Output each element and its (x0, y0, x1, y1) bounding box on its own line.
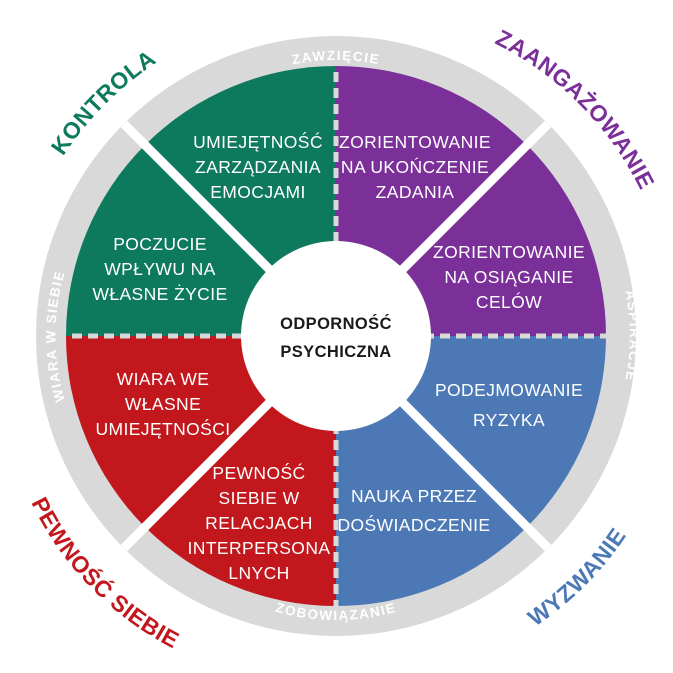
center-circle (241, 241, 431, 431)
center-title-line1: ODPORNOŚĆ (280, 314, 392, 333)
segment-text-pewnosc-rel: PEWNOŚĆ SIEBIE W RELACJACH INTERPERSONA … (188, 462, 331, 583)
svg-text:WPŁYWU NA: WPŁYWU NA (104, 259, 216, 279)
svg-text:ZORIENTOWANIE: ZORIENTOWANIE (339, 132, 491, 152)
center-title-line2: PSYCHICZNA (280, 343, 391, 361)
svg-text:NA OSIĄGANIE: NA OSIĄGANIE (444, 267, 573, 287)
ring-label-left: WIARA W SIEBIE (43, 268, 67, 403)
segment-text-osiaganie: ZORIENTOWANIE NA OSIĄGANIE CELÓW (433, 242, 585, 312)
ring-label-top: ZAWZIĘCIE (291, 48, 382, 67)
svg-text:NA UKOŃCZENIE: NA UKOŃCZENIE (341, 157, 489, 177)
svg-text:WŁASNE ŻYCIE: WŁASNE ŻYCIE (92, 284, 227, 304)
segment-text-nauka: NAUKA PRZEZ DOŚWIADCZENIE (338, 486, 491, 535)
svg-text:LNYCH: LNYCH (228, 563, 289, 583)
segment-text-wiara: WIARA WE WŁASNE UMIEJĘTNOŚCI (95, 369, 230, 439)
svg-text:INTERPERSONA: INTERPERSONA (188, 538, 331, 558)
svg-text:POCZUCIE: POCZUCIE (113, 234, 207, 254)
svg-text:WIARA WE: WIARA WE (117, 369, 210, 389)
segment-text-poczucie: POCZUCIE WPŁYWU NA WŁASNE ŻYCIE (92, 234, 227, 304)
svg-text:SIEBIE W: SIEBIE W (219, 488, 300, 508)
svg-text:PEWNOŚĆ: PEWNOŚĆ (212, 462, 305, 483)
segment-text-ukonczenie: ZORIENTOWANIE NA UKOŃCZENIE ZADANIA (339, 132, 491, 202)
svg-text:DOŚWIADCZENIE: DOŚWIADCZENIE (338, 514, 491, 535)
svg-text:PODEJMOWANIE: PODEJMOWANIE (435, 380, 583, 400)
svg-text:CELÓW: CELÓW (476, 291, 542, 312)
svg-text:WŁASNE: WŁASNE (125, 394, 201, 414)
svg-text:UMIEJĘTNOŚĆ: UMIEJĘTNOŚĆ (193, 131, 323, 152)
segment-text-ryzyko: PODEJMOWANIE RYZYKA (435, 380, 583, 430)
svg-text:EMOCJAMI: EMOCJAMI (210, 182, 306, 202)
svg-text:RELACJACH: RELACJACH (205, 513, 313, 533)
svg-text:ZADANIA: ZADANIA (376, 182, 455, 202)
svg-text:ZARZĄDZANIA: ZARZĄDZANIA (195, 157, 321, 177)
svg-text:ZORIENTOWANIE: ZORIENTOWANIE (433, 242, 585, 262)
ring-label-right: ASPIRACJE (622, 289, 642, 384)
svg-text:RYZYKA: RYZYKA (473, 410, 545, 430)
segment-text-umiejetnosc: UMIEJĘTNOŚĆ ZARZĄDZANIA EMOCJAMI (193, 131, 323, 202)
svg-text:NAUKA PRZEZ: NAUKA PRZEZ (351, 486, 477, 506)
svg-text:UMIEJĘTNOŚCI: UMIEJĘTNOŚCI (95, 418, 230, 439)
